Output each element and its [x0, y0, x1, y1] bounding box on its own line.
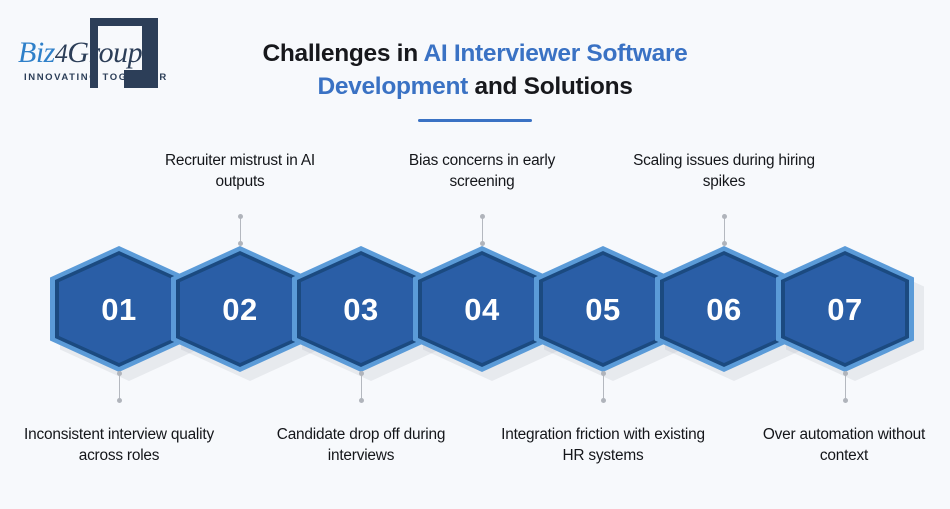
connector-dot-top	[601, 371, 606, 376]
hexagon-inner-face: 07	[785, 255, 905, 363]
logo-word-group: Group	[67, 36, 143, 69]
brand-logo: Biz4Group INNOVATING TOGETHER	[18, 16, 178, 92]
hexagon-step-05[interactable]: 05	[534, 246, 682, 381]
connector-dot-bottom	[722, 241, 727, 246]
hexagon-step-02[interactable]: 02	[171, 246, 319, 381]
connector-line-05	[601, 371, 606, 403]
logo-word-biz: Biz	[18, 36, 55, 69]
hexagon-step-number: 06	[706, 291, 742, 327]
hexagon-step-07[interactable]: 07	[776, 246, 924, 381]
hexagon-step-number: 07	[827, 291, 863, 327]
title-block: Challenges in AI Interviewer Software De…	[230, 38, 720, 123]
hexagon-inner-face: 05	[543, 255, 663, 363]
hexagon-step-number: 03	[343, 291, 379, 327]
title-prefix: Challenges in	[262, 40, 424, 67]
connector-dot-top	[117, 371, 122, 376]
hexagon-inner-face: 06	[664, 255, 784, 363]
connector-line-01	[117, 371, 122, 403]
connector-line-04	[480, 214, 485, 246]
step-label-07: Over automation without context	[762, 426, 926, 464]
connector-dot-bottom	[117, 398, 122, 403]
connector-line-06	[722, 214, 727, 246]
hexagon-inner-face: 01	[59, 255, 179, 363]
connector-dot-bottom	[238, 241, 243, 246]
title-underline	[418, 119, 532, 123]
hexagon-step-row: 01 02 03 04 05 06 07	[0, 246, 950, 381]
logo-tagline: INNOVATING TOGETHER	[24, 72, 168, 83]
connector-dot-top	[722, 214, 727, 219]
hexagon-step-01[interactable]: 01	[50, 246, 198, 381]
connector-line-07	[843, 371, 848, 403]
hexagon-step-number: 04	[464, 291, 500, 327]
hexagon-inner-face: 04	[422, 255, 542, 363]
connector-dot-top	[843, 371, 848, 376]
step-label-01: Inconsistent interview quality across ro…	[24, 426, 214, 464]
connector-dot-top	[480, 214, 485, 219]
connector-dot-bottom	[480, 241, 485, 246]
connector-dot-bottom	[601, 398, 606, 403]
hexagon-step-04[interactable]: 04	[413, 246, 561, 381]
hexagon-step-03[interactable]: 03	[292, 246, 440, 381]
step-label-04: Bias concerns in early screening	[408, 152, 556, 190]
logo-wordmark: Biz4Group	[18, 36, 143, 70]
step-label-03: Candidate drop off during interviews	[276, 426, 446, 464]
step-label-06: Scaling issues during hiring spikes	[633, 152, 815, 190]
step-label-02: Recruiter mistrust in AI outputs	[164, 152, 315, 190]
connector-line-02	[238, 214, 243, 246]
hexagon-inner-face: 02	[180, 255, 300, 363]
connector-dot-top	[238, 214, 243, 219]
hexagon-step-number: 01	[101, 291, 137, 327]
logo-square-notch	[98, 26, 142, 70]
hexagon-step-06[interactable]: 06	[655, 246, 803, 381]
logo-word-four: 4	[54, 39, 68, 68]
connector-dot-bottom	[843, 398, 848, 403]
title-suffix: and Solutions	[467, 72, 633, 100]
hexagon-step-number: 05	[585, 291, 621, 327]
page-title: Challenges in AI Interviewer Software De…	[230, 38, 720, 103]
title-highlight: AI Interviewer Software Development	[317, 40, 688, 100]
connector-line-03	[359, 371, 364, 403]
connector-dot-bottom	[359, 398, 364, 403]
hexagon-step-number: 02	[222, 291, 258, 327]
connector-dot-top	[359, 371, 364, 376]
hexagon-inner-face: 03	[301, 255, 421, 363]
logo-square-notch-lower	[98, 70, 124, 88]
step-label-05: Integration friction with existing HR sy…	[501, 426, 705, 464]
